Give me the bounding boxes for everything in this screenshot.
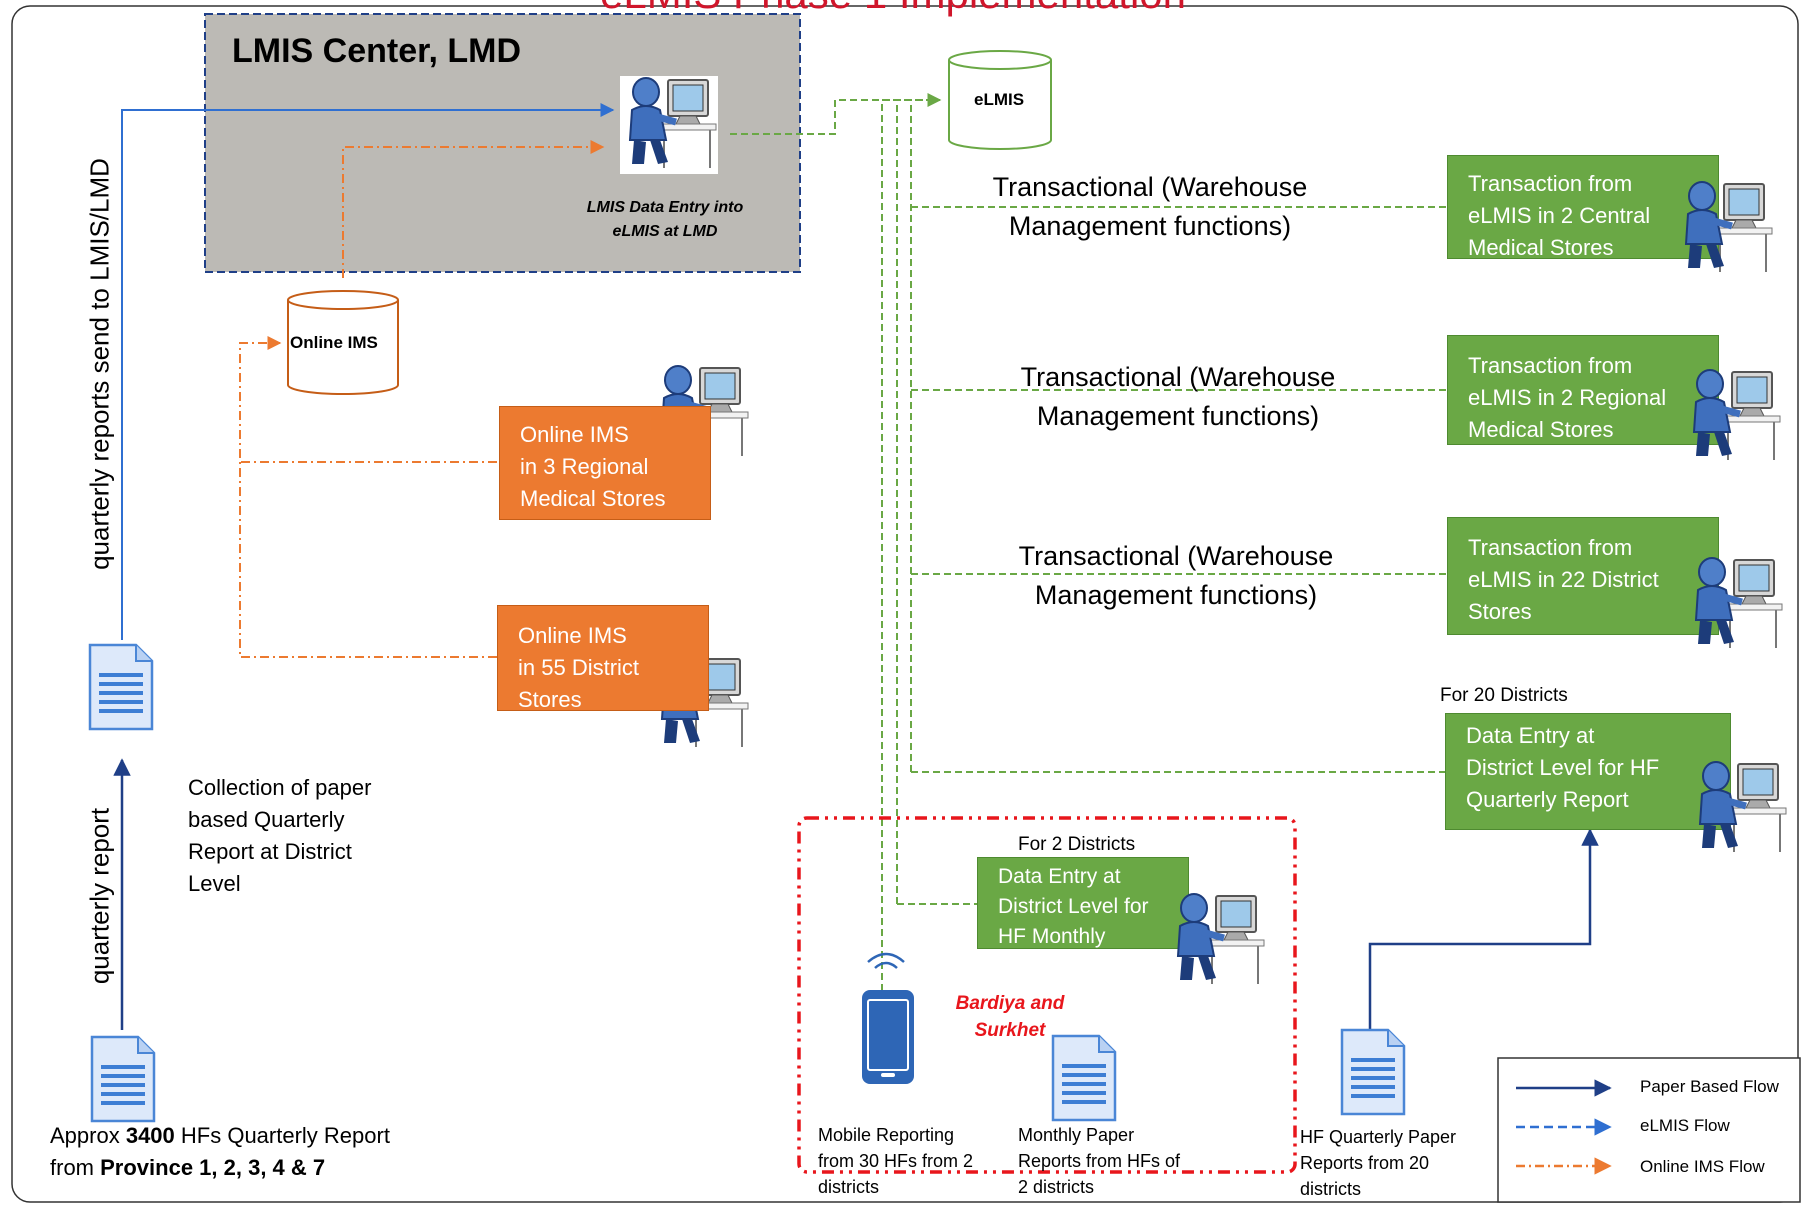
hf-quarterly-entry-box: Data Entry at District Level for HF Quar… bbox=[1445, 713, 1731, 830]
districts-bardiya-surkhet: Bardiya and Surkhet bbox=[955, 993, 1065, 1041]
document-icon bbox=[1051, 1034, 1117, 1122]
monthly-paper-caption: Monthly Paper Reports from HFs of 2 dist… bbox=[1018, 1125, 1181, 1197]
hf-quarterly-paper-caption: HF Quarterly Paper Reports from 20 distr… bbox=[1300, 1127, 1457, 1199]
vertical-label-reports-sent: quarterly reports send to LMIS/LMD bbox=[84, 158, 115, 570]
online-ims-flow-district bbox=[239, 336, 497, 658]
vertical-label-quarterly-report: quarterly report bbox=[84, 807, 115, 985]
online-ims-database bbox=[287, 290, 399, 395]
legend-elmis-label: eLMIS Flow bbox=[1640, 1116, 1730, 1135]
online-ims-database-label: Online IMS bbox=[290, 333, 378, 352]
lmd-data-entry-caption: LMIS Data Entry into eLMIS at LMD bbox=[586, 199, 744, 240]
collection-text: Collection of paper based Quarterly Repo… bbox=[188, 775, 372, 896]
document-icon bbox=[88, 643, 154, 731]
computer-user-icon bbox=[1680, 180, 1780, 280]
document-icon bbox=[1340, 1028, 1406, 1116]
lmis-center-title: LMIS Center, LMD bbox=[232, 32, 522, 70]
computer-user-icon bbox=[1694, 760, 1794, 860]
online-ims-regional-box: Online IMS in 3 Regional Medical Stores bbox=[499, 406, 711, 520]
document-icon bbox=[90, 1035, 156, 1123]
paper-flow-hf-quarterly bbox=[1368, 828, 1599, 1030]
mobile-phone-icon bbox=[862, 952, 914, 1084]
elmis-database-label: eLMIS bbox=[974, 90, 1025, 109]
legend-online-label: Online IMS Flow bbox=[1640, 1157, 1765, 1176]
online-ims-flow-up bbox=[342, 140, 605, 278]
for-2-districts-label: For 2 Districts bbox=[1018, 834, 1136, 855]
elmis-trunk-mobile bbox=[881, 99, 940, 1002]
computer-user-icon bbox=[1690, 556, 1790, 656]
bardiya-surkhet-region bbox=[797, 816, 1297, 1174]
source-reports-text: Approx 3400 HFs Quarterly Report from Pr… bbox=[50, 1123, 390, 1180]
online-ims-district-box: Online IMS in 55 District Stores bbox=[497, 605, 709, 712]
legend-paper-label: Paper Based Flow bbox=[1640, 1077, 1779, 1096]
computer-user-icon bbox=[1172, 892, 1272, 992]
paper-flow-arrow-upper bbox=[121, 103, 615, 640]
regional-medical-stores-box: Transaction from eLMIS in 2 Regional Med… bbox=[1447, 335, 1719, 445]
page-title: eLMIS Phase 1 Implementation bbox=[600, 0, 1186, 18]
central-medical-stores-box: Transaction from eLMIS in 2 Central Medi… bbox=[1447, 155, 1719, 260]
outer-frame bbox=[11, 5, 1799, 1203]
for-20-districts-label: For 20 Districts bbox=[1440, 685, 1568, 706]
district-stores-box: Transaction from eLMIS in 22 District St… bbox=[1447, 517, 1719, 635]
mobile-reporting-caption: Mobile Reporting from 30 HFs from 2 dist… bbox=[818, 1125, 974, 1197]
legend bbox=[1497, 1057, 1801, 1203]
hf-monthly-entry-box: Data Entry at District Level for HF Mont… bbox=[977, 857, 1189, 949]
elmis-database bbox=[948, 50, 1052, 150]
computer-user-icon bbox=[1688, 368, 1788, 468]
